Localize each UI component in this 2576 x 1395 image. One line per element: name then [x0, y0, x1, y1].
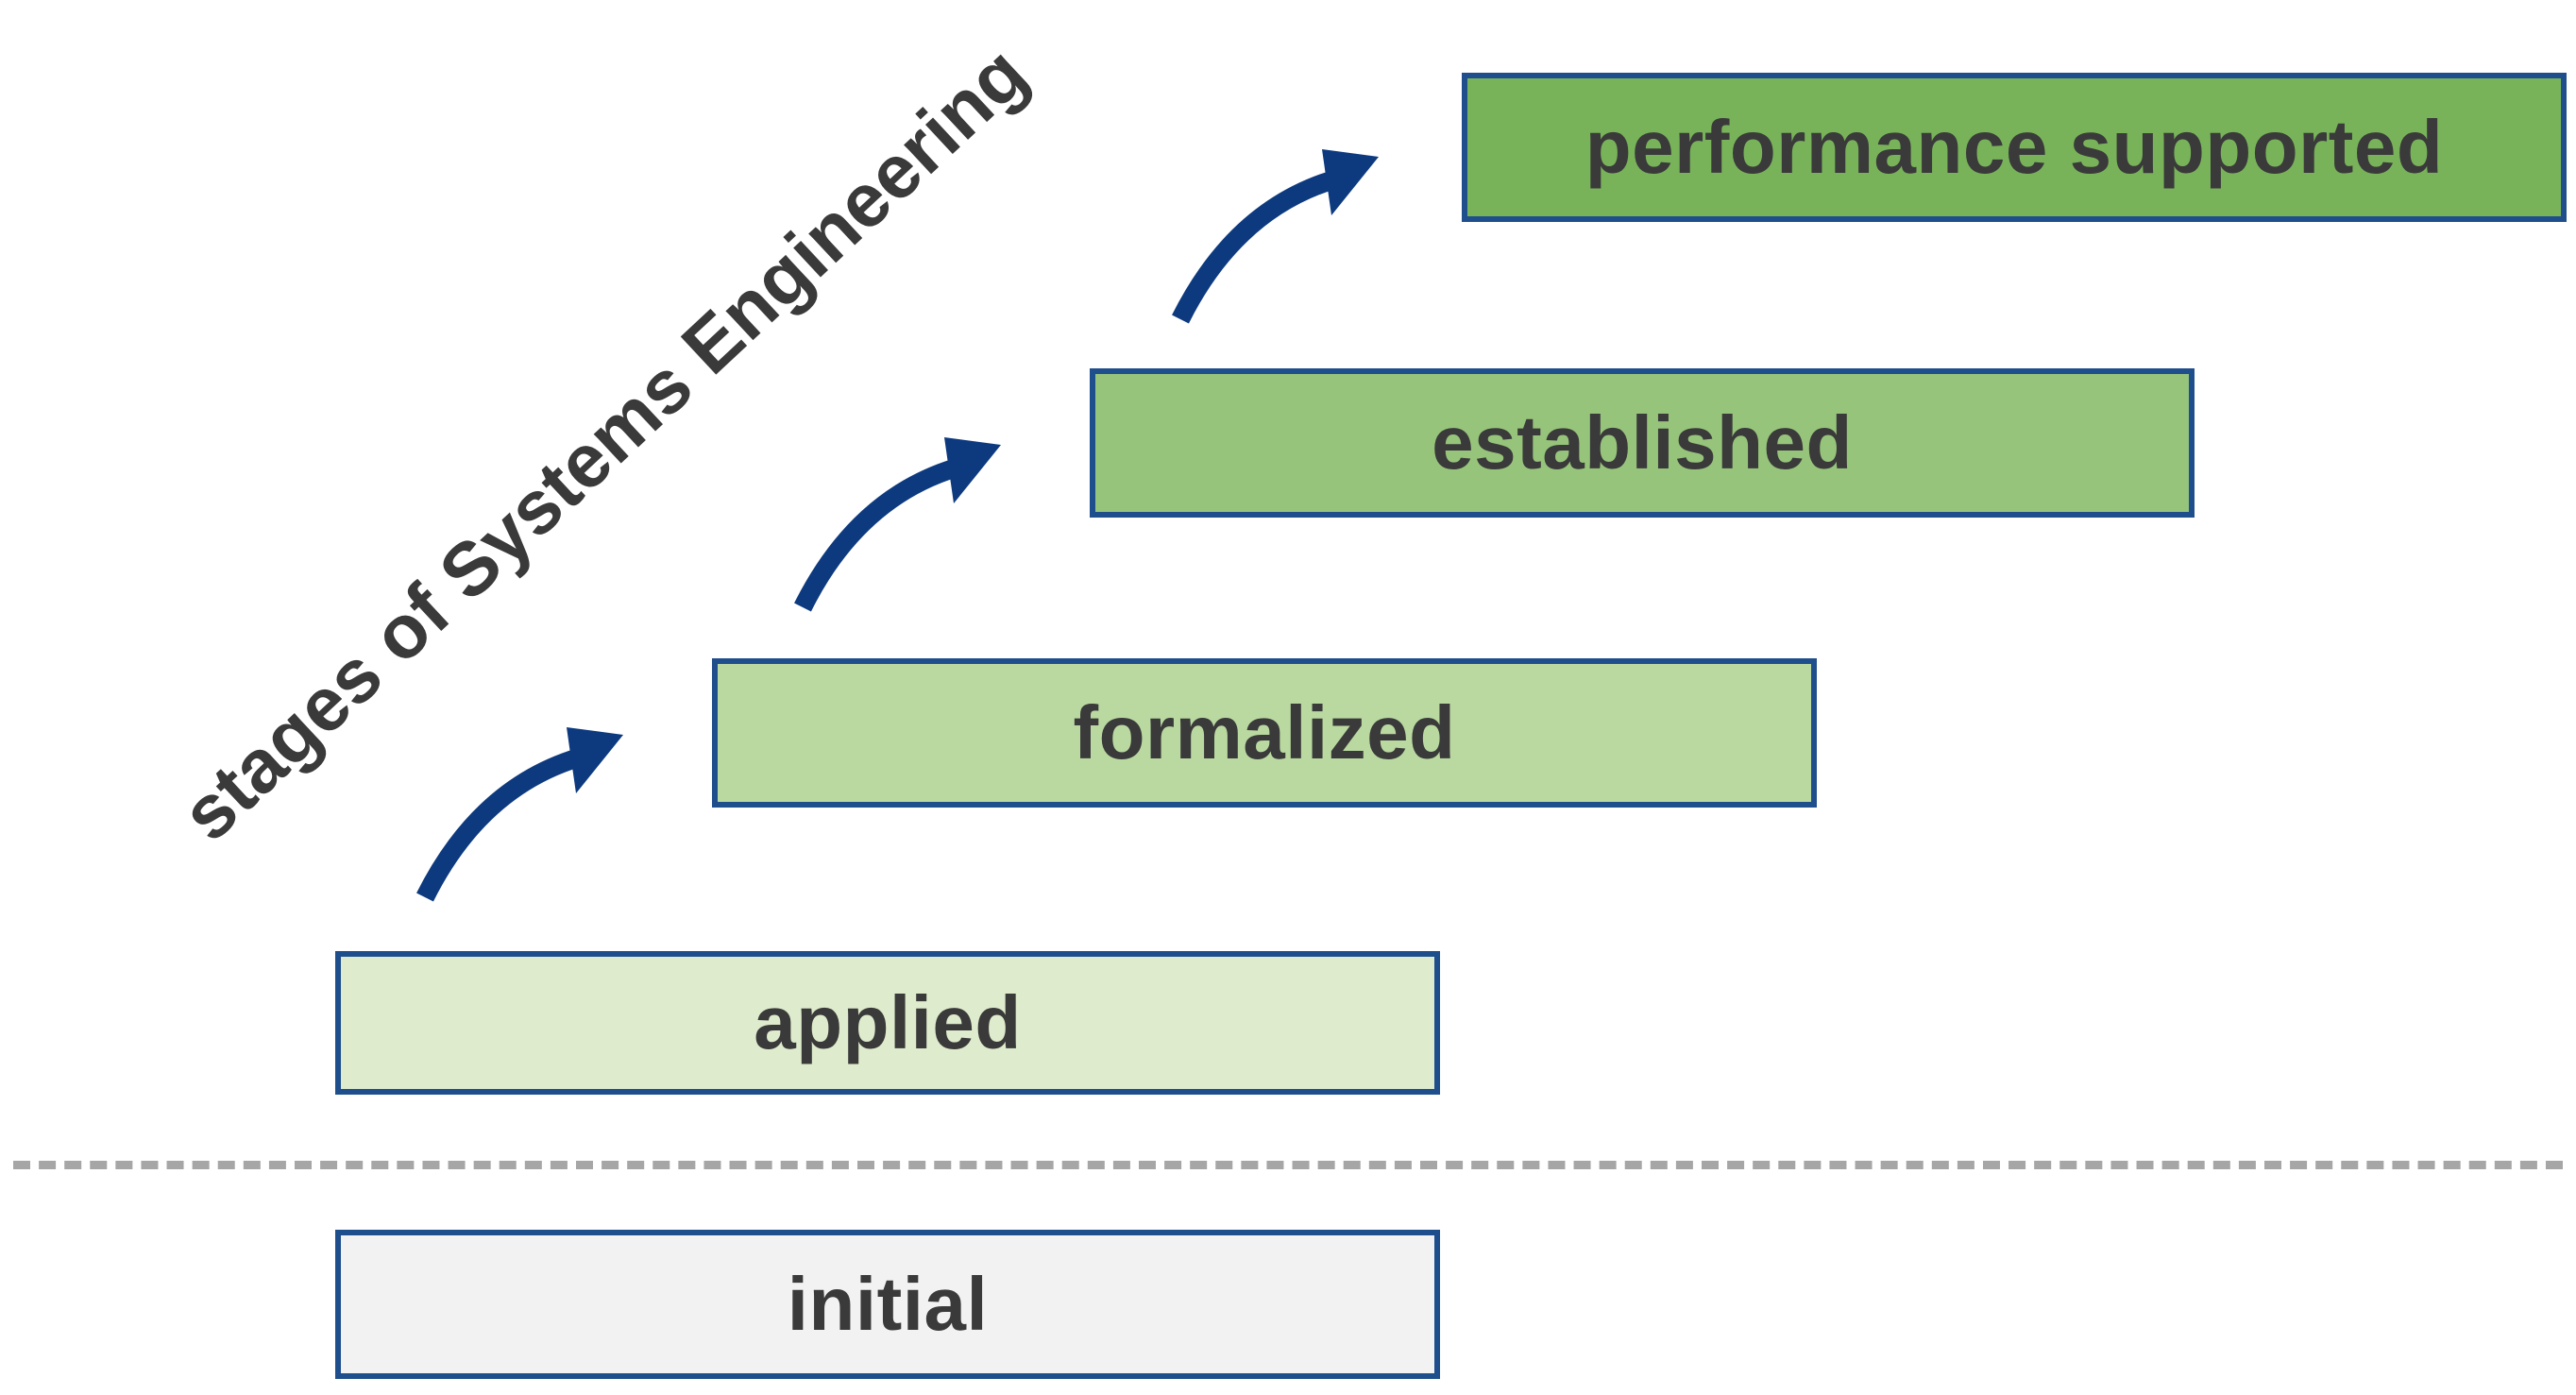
- stage-label: performance supported: [1585, 105, 2444, 189]
- stage-label: applied: [754, 980, 1022, 1064]
- stage-label: initial: [787, 1262, 989, 1346]
- stage-box-formalized: formalized: [712, 658, 1817, 808]
- dashed-divider: [13, 1161, 2563, 1169]
- stage-box-initial: initial: [335, 1230, 1440, 1379]
- stage-box-established: established: [1090, 368, 2195, 518]
- stage-label: formalized: [1073, 690, 1456, 774]
- stage-box-applied: applied: [335, 951, 1440, 1095]
- stage-box-performance-supported: performance supported: [1462, 73, 2567, 222]
- stage-label: established: [1432, 400, 1853, 485]
